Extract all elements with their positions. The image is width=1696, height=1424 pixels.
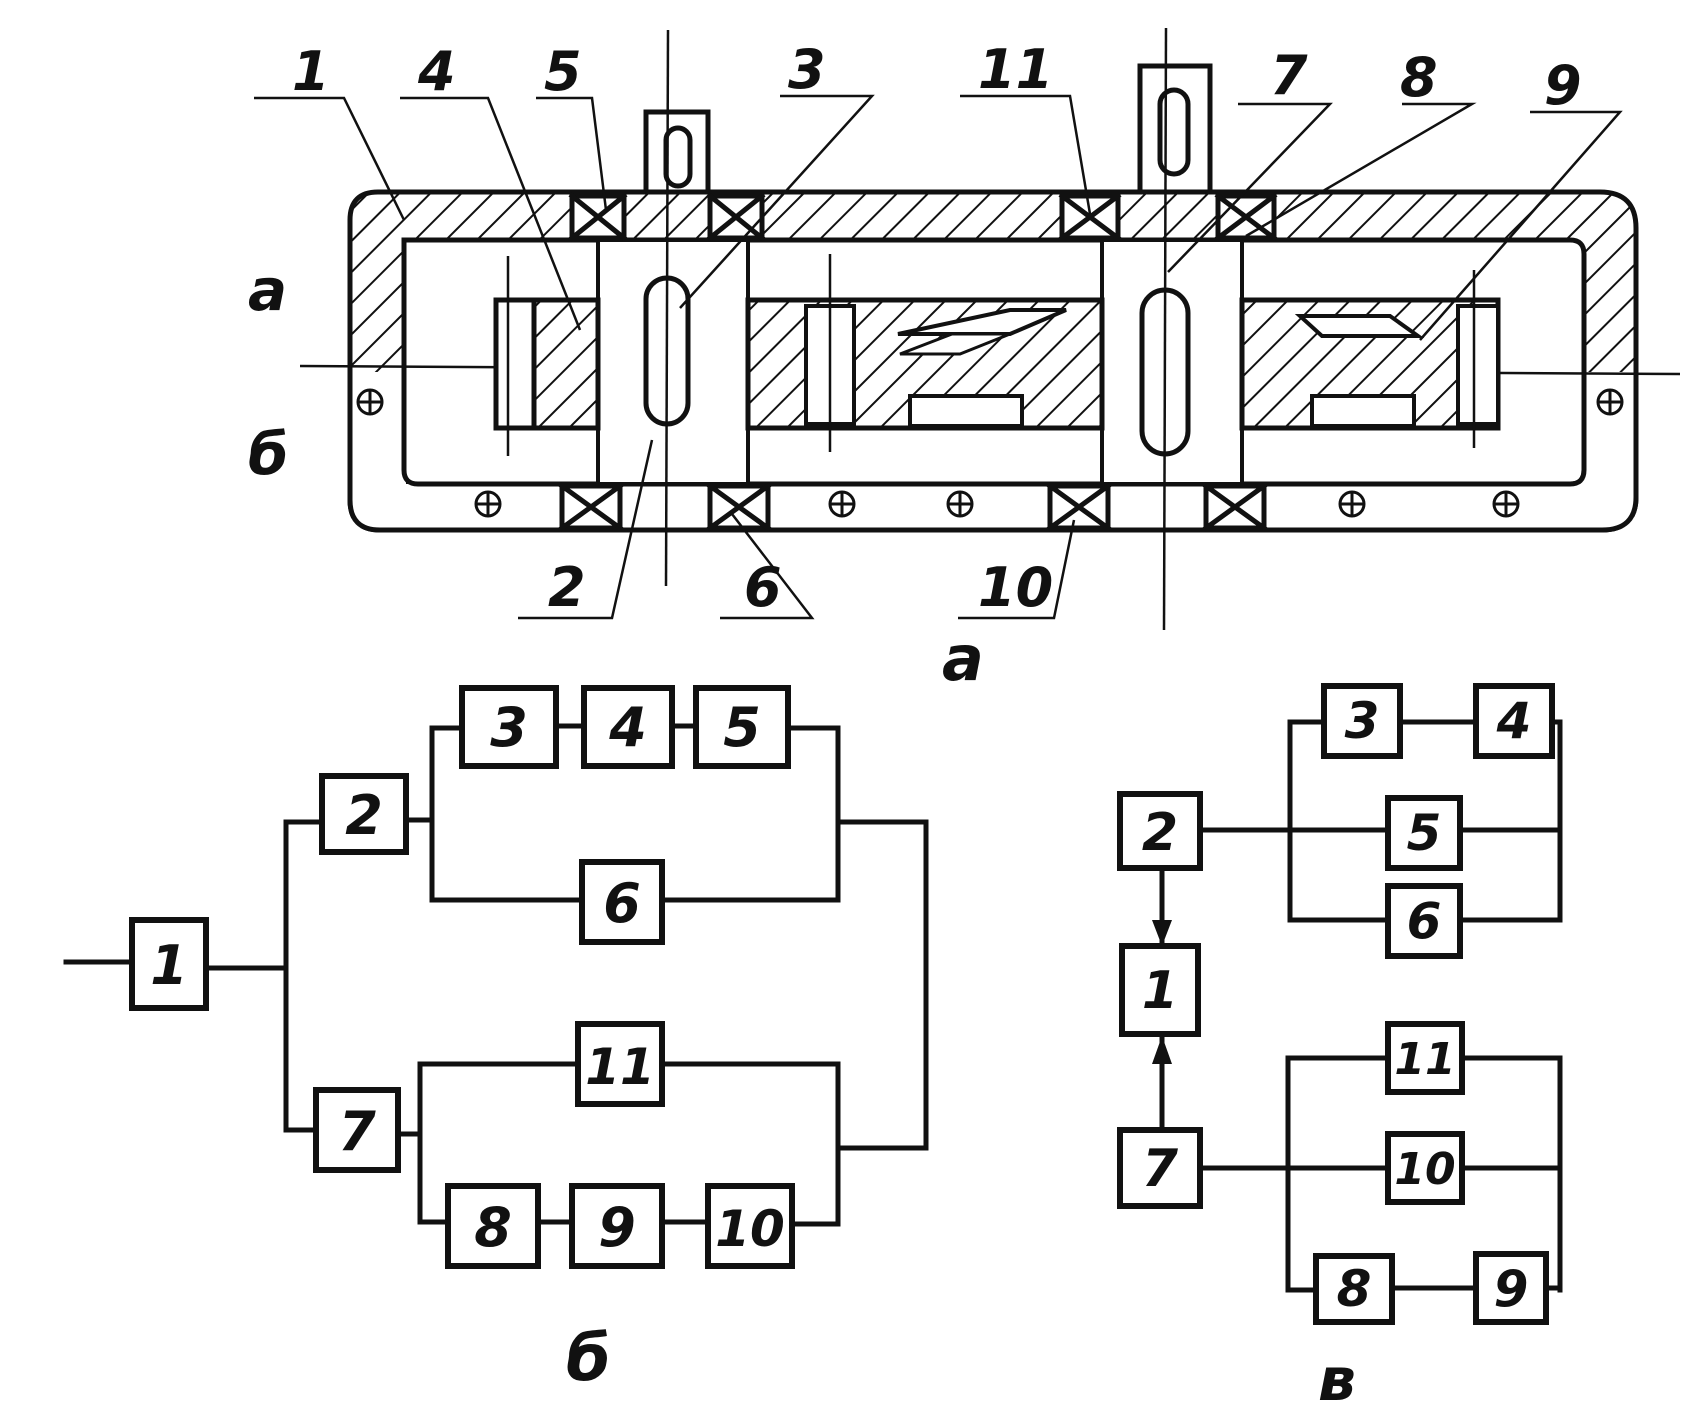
block-b-1-label: 1 — [150, 934, 188, 997]
block-b-5-label: 5 — [723, 696, 761, 759]
housing-lower-outline — [347, 369, 1639, 533]
block-b-10-label: 10 — [715, 1200, 785, 1258]
block-c-3 — [1321, 683, 1403, 759]
block-b-6-label: 6 — [603, 872, 641, 935]
block-c-11 — [1385, 1021, 1465, 1095]
block-b-9-label: 9 — [598, 1196, 636, 1259]
arrow-7-to-1 — [1152, 1036, 1172, 1064]
gear-right — [1239, 297, 1501, 431]
callout-4: 4 — [417, 40, 456, 103]
block-b-5 — [693, 685, 791, 769]
block-c-9-label: 9 — [1494, 1260, 1529, 1318]
block-diagram-b: 1 2 3 4 5 6 7 11 8 9 10 б — [63, 685, 929, 1396]
callout-10: 10 — [978, 556, 1053, 619]
block-c-3-label: 3 — [1345, 692, 1380, 750]
block-b-7-label: 7 — [338, 1100, 376, 1163]
block-b-11 — [575, 1021, 665, 1107]
bolt-symbols — [356, 388, 1624, 518]
block-c-9 — [1473, 1251, 1549, 1325]
figure-a-caption: а — [942, 622, 984, 695]
block-c-11-label: 11 — [1394, 1034, 1455, 1085]
callout-1: 1 — [292, 40, 330, 103]
arrow-2-to-1 — [1152, 920, 1172, 946]
bearing-8 — [1214, 192, 1278, 242]
bearing-5 — [568, 192, 628, 242]
block-c-6-label: 6 — [1407, 892, 1442, 950]
callout-9: 9 — [1544, 54, 1582, 117]
block-c-5 — [1385, 795, 1463, 871]
bearing-11 — [1058, 192, 1122, 242]
block-b-3 — [459, 685, 559, 769]
bearing-6 — [706, 482, 772, 532]
connectors-c — [1157, 719, 1563, 1293]
callout-3: 3 — [788, 38, 826, 101]
callout-11: 11 — [978, 38, 1053, 101]
block-diagram-c: 2 1 7 3 4 5 6 11 10 8 9 в — [1117, 683, 1563, 1415]
callout-8: 8 — [1400, 46, 1438, 109]
block-b-8 — [445, 1183, 541, 1269]
block-b-1 — [129, 917, 209, 1011]
block-c-1-label: 1 — [1142, 961, 1178, 1021]
connectors-b — [63, 723, 929, 1227]
block-c-7-label: 7 — [1142, 1139, 1179, 1199]
block-c-8 — [1313, 1253, 1395, 1325]
block-b-3-label: 3 — [490, 696, 528, 759]
block-b-9 — [569, 1183, 665, 1269]
block-c-2 — [1117, 791, 1203, 871]
callout-7: 7 — [1270, 44, 1308, 107]
block-b-8-label: 8 — [474, 1196, 512, 1259]
figure-c-caption: в — [1318, 1345, 1356, 1415]
block-b-11-label: 11 — [585, 1038, 655, 1096]
gearbox-section-drawing: 1 4 5 3 11 7 8 9 2 6 10 а б а — [248, 27, 1681, 695]
block-c-8-label: 8 — [1337, 1260, 1372, 1318]
block-b-10 — [705, 1183, 795, 1269]
block-b-2 — [319, 773, 409, 855]
block-b-7 — [313, 1087, 401, 1173]
block-c-10-label: 10 — [1394, 1144, 1455, 1195]
section-label-b: б — [248, 420, 289, 488]
block-c-1 — [1119, 943, 1201, 1037]
block-c-10 — [1385, 1131, 1465, 1205]
block-c-2-label: 2 — [1142, 803, 1178, 863]
block-c-4 — [1473, 683, 1555, 759]
callout-5: 5 — [544, 40, 582, 103]
block-b-2-label: 2 — [345, 784, 383, 847]
block-c-7 — [1117, 1127, 1203, 1209]
block-b-4-label: 4 — [608, 696, 647, 759]
callout-6: 6 — [744, 556, 782, 619]
bearing-3 — [706, 192, 766, 242]
figure-b-caption: б — [566, 1322, 611, 1396]
block-b-6 — [579, 859, 665, 945]
section-label-a: а — [248, 256, 287, 324]
callout-leaders — [254, 94, 1623, 620]
block-b-4 — [581, 685, 675, 769]
block-c-5-label: 5 — [1407, 804, 1442, 862]
bearing-10 — [1046, 482, 1112, 532]
block-c-4-label: 4 — [1496, 692, 1532, 750]
bearing-2 — [558, 482, 624, 532]
block-c-6 — [1385, 883, 1463, 959]
callout-2: 2 — [548, 556, 586, 619]
bearing-bottom-right — [1202, 482, 1268, 532]
